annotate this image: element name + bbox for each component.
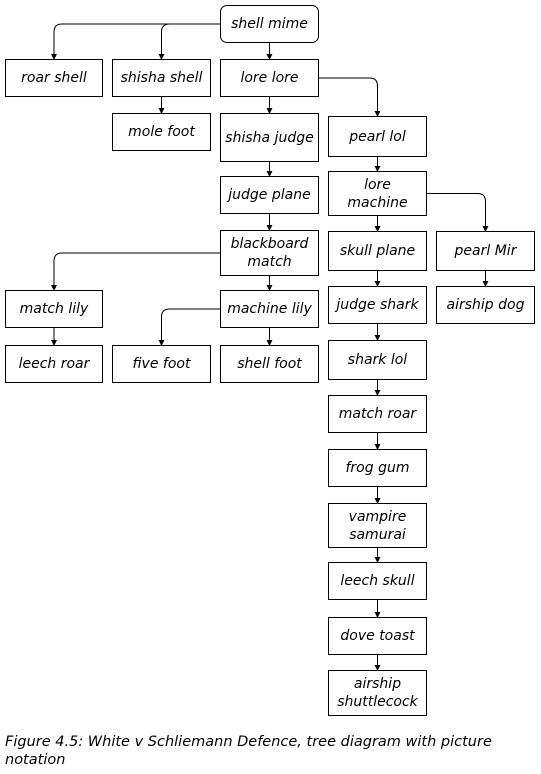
tree-node-blackboard-match: blackboard match bbox=[220, 230, 319, 276]
tree-node-label: vampire samurai bbox=[348, 508, 407, 543]
edge-shell-mime-to-roar-shell bbox=[51, 23, 220, 60]
tree-node-label: airship shuttlecock bbox=[337, 676, 418, 710]
tree-node-five-foot: five foot bbox=[112, 345, 211, 383]
tree-node-mole-foot: mole foot bbox=[112, 113, 211, 151]
tree-node-label: pearl Mir bbox=[454, 243, 517, 259]
tree-node-airship-shuttlecock: airship shuttlecock bbox=[328, 670, 427, 716]
tree-node-label: shell foot bbox=[237, 356, 302, 372]
edge-shell-mime-to-shisha-shell bbox=[158, 23, 220, 60]
tree-node-match-lily: match lily bbox=[5, 290, 103, 328]
tree-node-label: five foot bbox=[132, 356, 191, 372]
tree-node-label: leech roar bbox=[18, 356, 90, 372]
tree-node-label: dove toast bbox=[340, 628, 415, 644]
tree-node-judge-shark: judge shark bbox=[328, 286, 427, 324]
tree-node-label: judge shark bbox=[336, 297, 419, 313]
tree-node-leech-roar: leech roar bbox=[5, 345, 103, 383]
tree-node-vampire-samurai: vampire samurai bbox=[328, 503, 427, 548]
tree-node-shisha-judge: shisha judge bbox=[220, 113, 319, 162]
edge-machine-lily-to-five-foot bbox=[158, 308, 220, 346]
tree-node-label: match roar bbox=[338, 406, 417, 422]
tree-node-label: shisha judge bbox=[225, 129, 314, 146]
tree-node-airship-dog: airship dog bbox=[436, 286, 535, 324]
tree-node-pearl-lol: pearl lol bbox=[328, 116, 427, 157]
tree-node-label: lore lore bbox=[240, 70, 299, 86]
tree-node-label: machine lily bbox=[227, 301, 312, 317]
tree-node-label: shisha shell bbox=[120, 70, 203, 86]
tree-node-label: shark lol bbox=[347, 352, 408, 368]
tree-node-label: skull plane bbox=[339, 243, 416, 259]
edge-lore-lore-to-pearl-lol bbox=[319, 77, 381, 117]
tree-node-shisha-shell: shisha shell bbox=[112, 59, 211, 97]
tree-node-roar-shell: roar shell bbox=[5, 59, 103, 97]
tree-node-label: shell mime bbox=[231, 16, 308, 32]
tree-node-shell-mime: shell mime bbox=[220, 5, 319, 43]
figure-caption: Figure 4.5: White v Schliemann Defence, … bbox=[5, 734, 492, 768]
tree-node-label: blackboard match bbox=[230, 236, 309, 270]
edge-blackboard-match-to-match-lily bbox=[51, 252, 220, 291]
tree-node-machine-lily: machine lily bbox=[220, 290, 319, 328]
tree-node-label: lore machine bbox=[347, 176, 408, 211]
tree-node-label: judge plane bbox=[228, 187, 311, 203]
tree-node-label: match lily bbox=[19, 301, 89, 317]
edge-lore-machine-to-pearl-mir bbox=[427, 193, 489, 232]
tree-node-leech-skull: leech skull bbox=[328, 562, 427, 600]
tree-node-pearl-mir: pearl Mir bbox=[436, 231, 535, 271]
tree-node-match-roar: match roar bbox=[328, 395, 427, 433]
tree-node-judge-plane: judge plane bbox=[220, 176, 319, 214]
tree-node-label: leech skull bbox=[340, 573, 415, 589]
tree-node-lore-machine: lore machine bbox=[328, 171, 427, 216]
tree-node-lore-lore: lore lore bbox=[220, 59, 319, 97]
tree-node-shark-lol: shark lol bbox=[328, 340, 427, 380]
tree-node-shell-foot: shell foot bbox=[220, 345, 319, 383]
tree-node-skull-plane: skull plane bbox=[328, 231, 427, 271]
tree-node-label: mole foot bbox=[128, 124, 195, 140]
tree-node-label: pearl lol bbox=[349, 128, 406, 145]
tree-node-dove-toast: dove toast bbox=[328, 617, 427, 655]
tree-node-label: airship dog bbox=[446, 297, 525, 313]
tree-node-frog-gum: frog gum bbox=[328, 449, 427, 487]
tree-node-label: frog gum bbox=[345, 460, 410, 476]
tree-node-label: roar shell bbox=[21, 70, 87, 86]
